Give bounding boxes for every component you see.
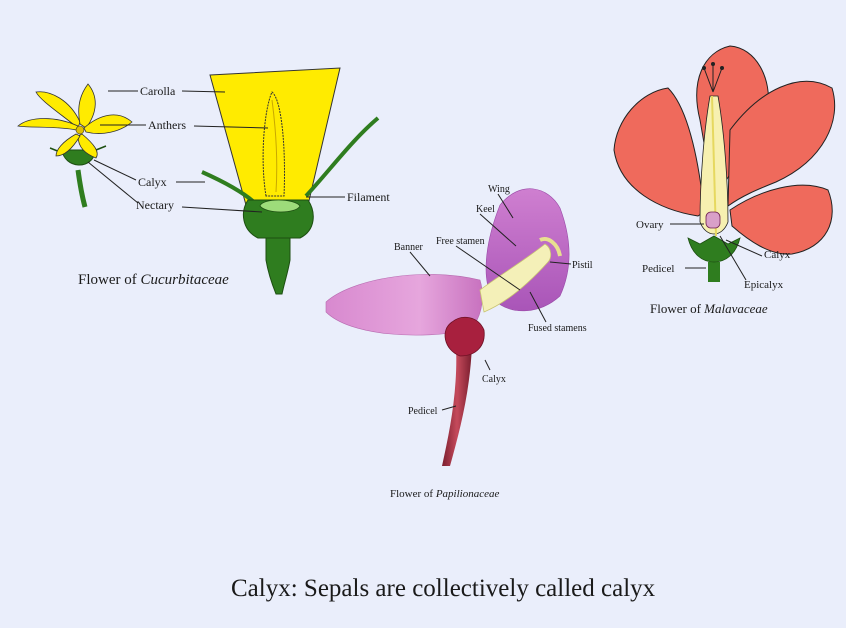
banner-label: Banner — [394, 242, 424, 253]
malvaceae-illustration — [613, 45, 836, 282]
malvaceae-caption: Flower of Malavaceae — [650, 301, 768, 316]
filament-label: Filament — [347, 190, 390, 204]
calyx-label-papilionaceae: Calyx — [482, 374, 506, 385]
calyx-label-malvaceae: Calyx — [764, 249, 791, 261]
nectary-label: Nectary — [136, 198, 174, 212]
malvaceae-leader-lines — [670, 223, 763, 281]
papilionaceae-flower: Wing Keel Free stamen Banner Pistil Fuse… — [325, 184, 593, 500]
pedicel-label-malvaceae: Pedicel — [642, 263, 674, 275]
pistil-label: Pistil — [572, 260, 593, 271]
epicalyx-label: Epicalyx — [744, 279, 784, 291]
papilionaceae-caption: Flower of Papilionaceae — [390, 488, 499, 500]
cucurbitaceae-flower: Carolla Anthers Calyx Nectary Filament F… — [17, 67, 390, 295]
calyx-label-cucurbitaceae: Calyx — [138, 175, 167, 189]
cucurbitaceae-whole-flower-illustration — [17, 83, 133, 208]
free-stamen-label: Free stamen — [436, 236, 485, 247]
cucurbitaceae-section-illustration — [201, 67, 380, 295]
cucurbitaceae-leader-lines — [87, 90, 345, 213]
ovary-label: Ovary — [636, 219, 664, 231]
pedicel-label-papilionaceae: Pedicel — [408, 406, 438, 417]
cucurbitaceae-caption: Flower of Cucurbitaceae — [78, 272, 229, 288]
corolla-label: Carolla — [140, 84, 176, 98]
malvaceae-flower: Ovary Calyx Pedicel Epicalyx Flower of M… — [613, 45, 836, 316]
keel-label: Keel — [476, 204, 495, 215]
papilionaceae-leader-lines — [409, 193, 572, 411]
calyx-definition-caption: Calyx: Sepals are collectively called ca… — [231, 575, 656, 602]
wing-label: Wing — [488, 184, 510, 195]
fused-stamens-label: Fused stamens — [528, 323, 587, 334]
anthers-label: Anthers — [148, 118, 186, 132]
